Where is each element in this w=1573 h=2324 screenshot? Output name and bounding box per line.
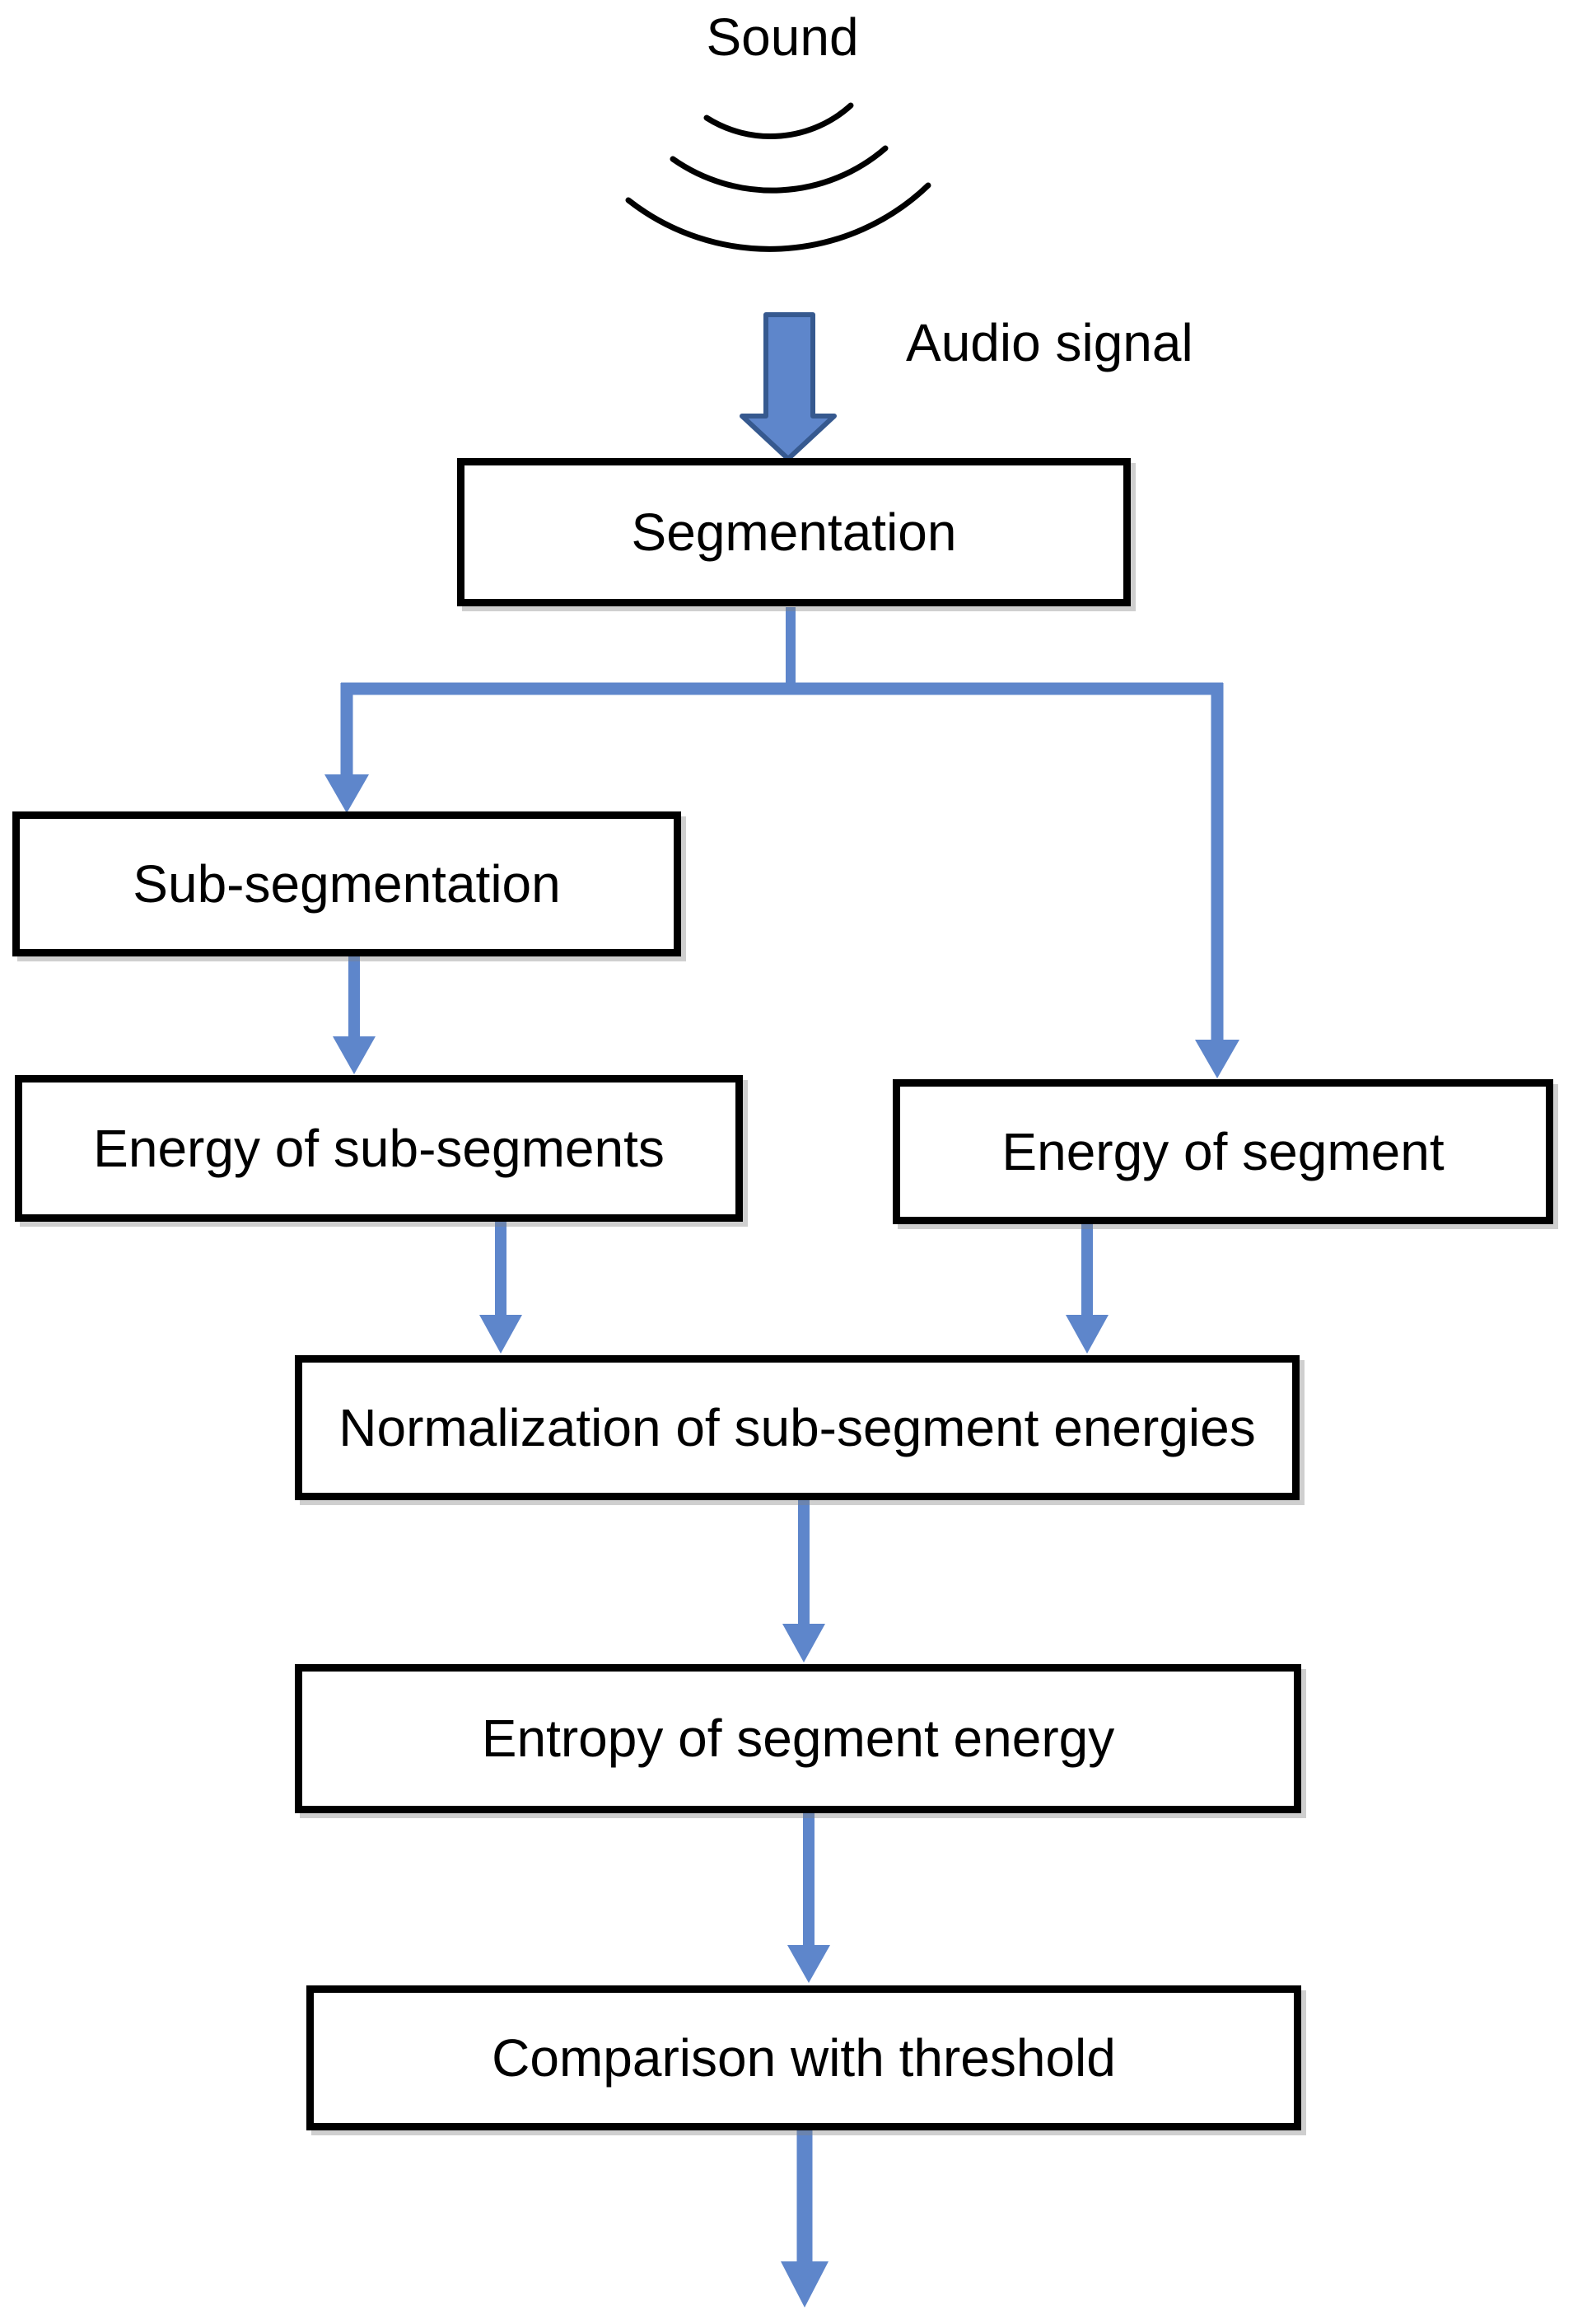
- audio-signal-label: Audio signal: [906, 313, 1193, 372]
- node-energy-sub-segments-label: Energy of sub-segments: [93, 1118, 665, 1178]
- audio-signal-block-arrow-icon: [740, 312, 837, 461]
- node-segmentation: Segmentation: [457, 458, 1131, 606]
- connector-segmentation-split: [341, 607, 1223, 695]
- connector-normalization-to-entropy: [782, 1500, 825, 1662]
- connector-subseg-to-energy: [333, 956, 376, 1074]
- sound-wave-arc-small: [703, 102, 854, 140]
- arrowhead-icon: [324, 774, 369, 813]
- sound-label: Sound: [706, 7, 859, 67]
- connector-energyseg-to-normalization: [1066, 1223, 1109, 1354]
- block-arrow-shape: [740, 312, 837, 461]
- connector-to-sub-segmentation: [324, 683, 369, 813]
- arrowhead-icon: [1066, 1315, 1109, 1354]
- node-sub-segmentation: Sub-segmentation: [12, 811, 681, 956]
- node-normalization: Normalization of sub-segment energies: [295, 1355, 1300, 1500]
- node-entropy-label: Entropy of segment energy: [481, 1709, 1115, 1769]
- node-comparison-label: Comparison with threshold: [492, 2027, 1116, 2088]
- node-entropy: Entropy of segment energy: [295, 1664, 1301, 1813]
- node-energy-segment-label: Energy of segment: [1001, 1121, 1445, 1181]
- arrowhead-icon: [782, 1624, 825, 1662]
- connector-to-energy-segment: [1195, 683, 1239, 1078]
- arrowhead-icon: [479, 1315, 522, 1354]
- arrowhead-icon: [781, 2261, 829, 2308]
- node-sub-segmentation-label: Sub-segmentation: [133, 853, 561, 914]
- sound-wave-arc-large: [625, 182, 931, 252]
- arrowhead-icon: [1195, 1040, 1239, 1078]
- arrowhead-icon: [787, 1945, 830, 1983]
- connector-comparison-output: [781, 2130, 829, 2308]
- connector-energysub-to-normalization: [479, 1221, 522, 1354]
- node-comparison: Comparison with threshold: [306, 1985, 1301, 2130]
- node-segmentation-label: Segmentation: [631, 502, 957, 562]
- connector-entropy-to-comparison: [787, 1813, 830, 1983]
- node-energy-sub-segments: Energy of sub-segments: [15, 1075, 743, 1222]
- sound-wave-arc-medium: [670, 145, 889, 194]
- arrowhead-icon: [333, 1036, 376, 1074]
- node-normalization-label: Normalization of sub-segment energies: [338, 1397, 1256, 1457]
- node-energy-segment: Energy of segment: [893, 1079, 1553, 1224]
- sound-waves-icon: [625, 102, 931, 252]
